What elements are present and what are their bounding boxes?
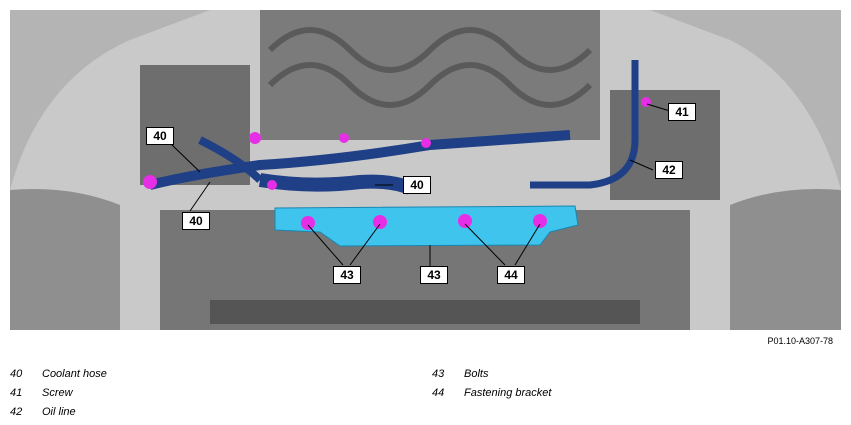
legend-number: 44 bbox=[432, 387, 445, 399]
figure-reference-code: P01.10-A307-78 bbox=[767, 336, 833, 346]
bolt-3 bbox=[458, 214, 472, 228]
callout-41-screw: 41 bbox=[668, 103, 696, 121]
legend-number: 42 bbox=[10, 406, 23, 418]
highlight-hose-clamp-right bbox=[421, 138, 431, 148]
left-bumper-panel bbox=[10, 10, 210, 190]
legend-number: 43 bbox=[432, 368, 445, 380]
right-wheel-area bbox=[730, 189, 841, 330]
oil-line bbox=[530, 60, 639, 189]
legend-text: Bolts bbox=[464, 368, 489, 380]
right-engine-component bbox=[610, 90, 720, 200]
bolt-4 bbox=[533, 214, 547, 228]
callout-40-coolant-hose-left: 40 bbox=[146, 127, 174, 145]
steering-rack bbox=[210, 300, 640, 324]
highlight-screw bbox=[641, 97, 651, 107]
fastening-bracket bbox=[274, 205, 579, 247]
legend-text: Screw bbox=[42, 387, 73, 399]
legend-number: 40 bbox=[10, 368, 23, 380]
highlight-hose-clamp-mid bbox=[339, 133, 349, 143]
bolt-2 bbox=[373, 215, 387, 229]
coolant-hose-left bbox=[198, 136, 263, 183]
bolt-1 bbox=[301, 216, 315, 230]
left-wheel-area bbox=[10, 189, 120, 330]
radiator-fins bbox=[267, 27, 593, 73]
highlight-hose-clamp-lower bbox=[267, 180, 277, 190]
callout-43-bolts-left: 43 bbox=[333, 266, 361, 284]
legend-text: Oil line bbox=[42, 406, 76, 418]
vehicle-underside-diagram: 40 40 40 41 42 43 43 44 bbox=[10, 10, 841, 330]
radiator-fins-lower bbox=[267, 62, 593, 108]
callout-40-coolant-hose-center: 40 bbox=[403, 176, 431, 194]
coolant-hose-lower bbox=[258, 173, 413, 195]
legend-text: Fastening bracket bbox=[464, 387, 552, 399]
legend-text: Coolant hose bbox=[42, 368, 107, 380]
highlight-hose-clamp-left bbox=[143, 175, 157, 189]
leader-lines bbox=[169, 103, 671, 268]
legend-number: 41 bbox=[10, 387, 23, 399]
callout-42-oil-line: 42 bbox=[655, 161, 683, 179]
coolant-hose-upper bbox=[148, 130, 571, 190]
callout-40-coolant-hose-lower-left: 40 bbox=[182, 212, 210, 230]
callout-43-bolts-right: 44 bbox=[497, 266, 525, 284]
highlight-hose-clamp-top bbox=[249, 132, 261, 144]
callout-44-fastening-bracket: 43 bbox=[420, 266, 448, 284]
right-bumper-panel bbox=[650, 10, 841, 190]
